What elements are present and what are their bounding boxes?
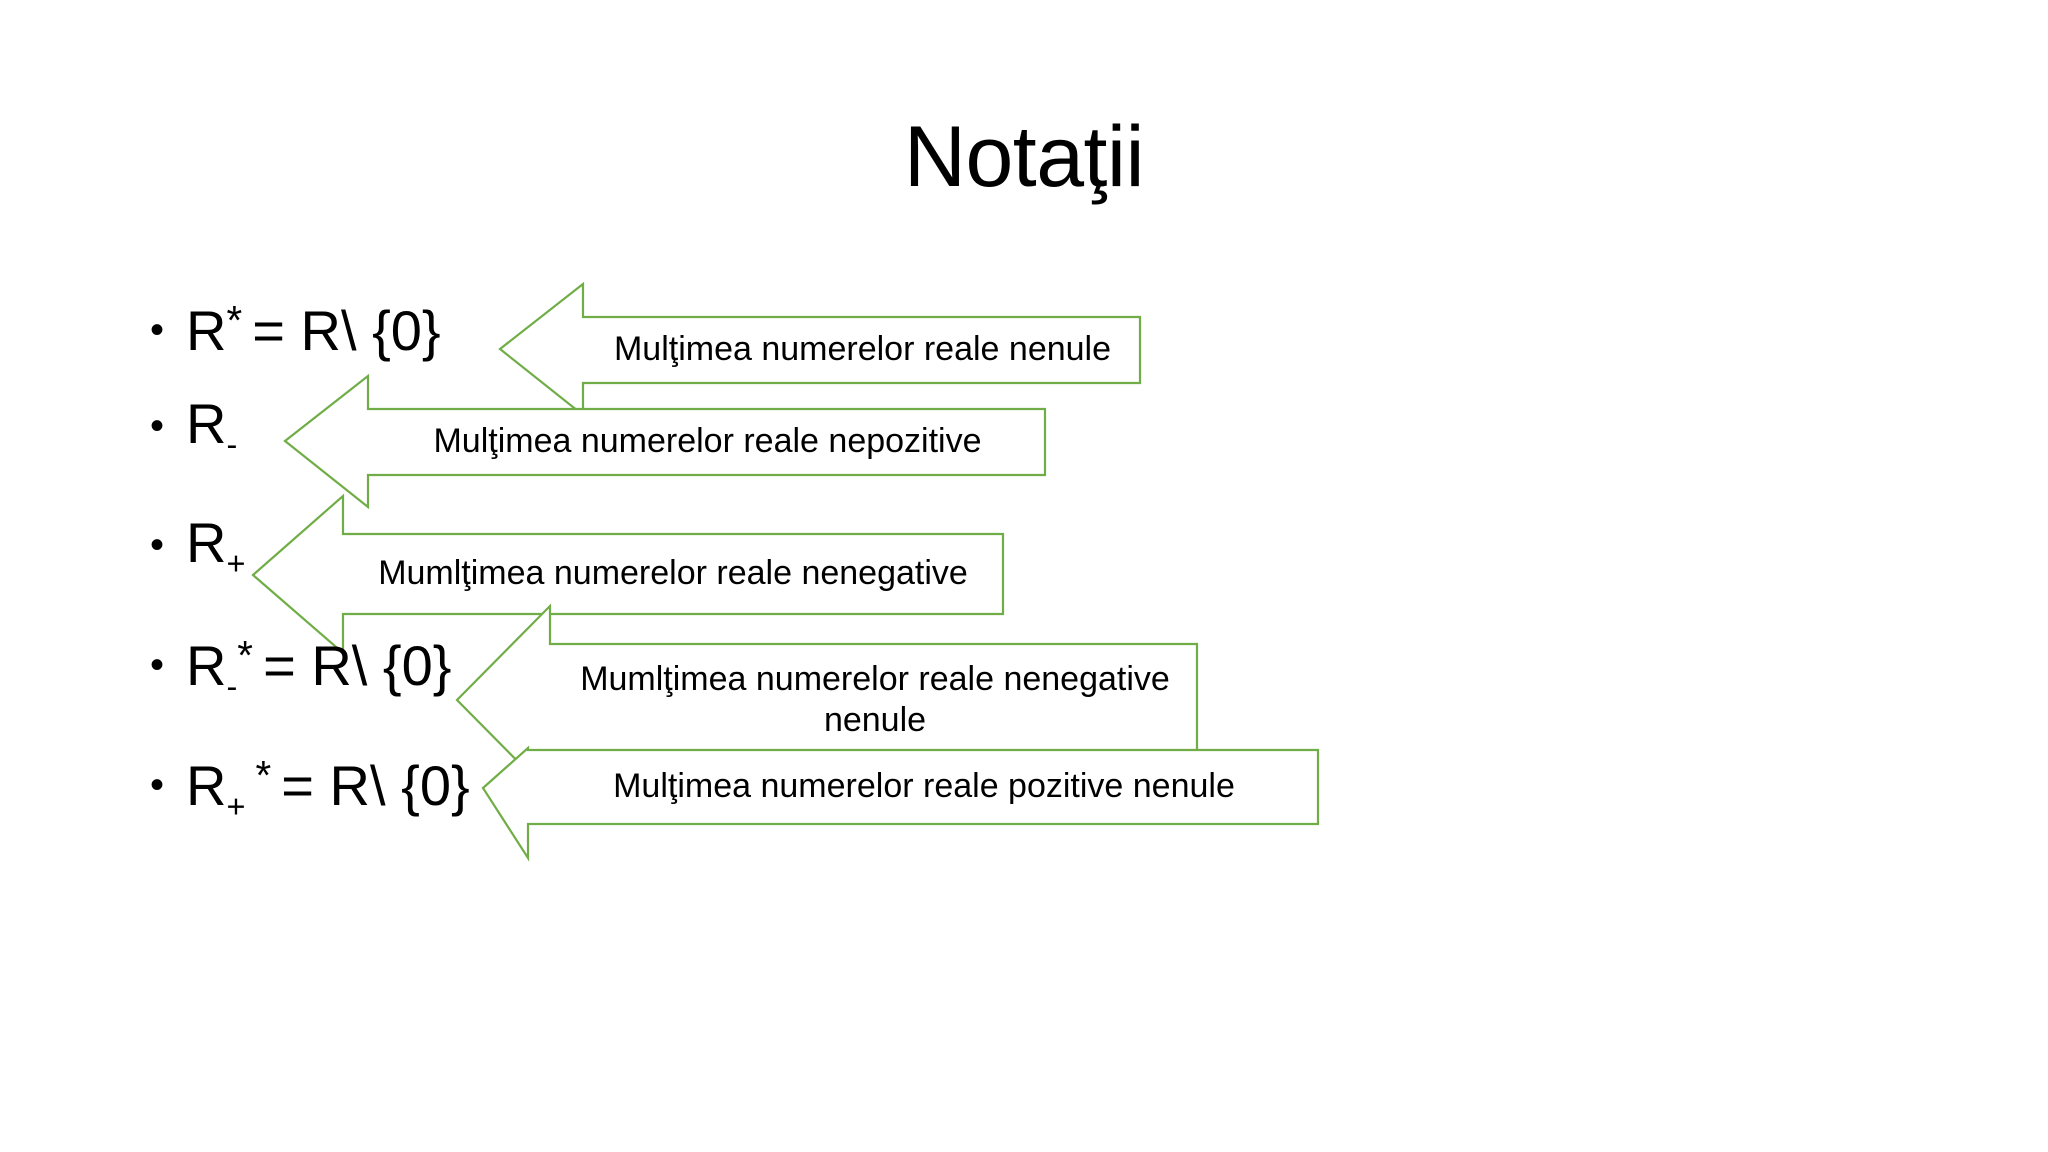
math-expression-r-minus-star: R-*= R\ {0}	[186, 635, 451, 703]
superscript-star: *	[226, 297, 243, 343]
callout-label-nenegative-nenule: Mumlţimea numerelor reale nenegative nen…	[556, 644, 1194, 756]
symbol-r: R	[186, 754, 227, 818]
arrow-shape-pozitive-nenule	[481, 745, 1320, 862]
callout-label-pozitive-nenule: Mulţimea numerelor reale pozitive nenule	[613, 767, 1235, 806]
list-item-r-minus[interactable]: • R-	[150, 396, 237, 461]
page-title: Notaţii	[903, 109, 1145, 205]
callout-arrow-nenegative[interactable]: Mumlţimea numerelor reale nenegative	[248, 490, 1008, 660]
list-item-r-star[interactable]: • R*= R\ {0}	[150, 300, 441, 359]
callout-label-nepozitive: Mulţimea numerelor reale nepozitive	[433, 422, 982, 461]
math-expression-r-star: R*= R\ {0}	[186, 300, 441, 359]
callout-arrow-nenule[interactable]: Mulţimea numerelor reale nenule	[495, 278, 1145, 420]
list-item-r-plus-star[interactable]: • R+*= R\ {0}	[150, 755, 470, 823]
arrow-shape-nenegative	[251, 493, 1005, 656]
math-expression-r-minus: R-	[186, 396, 237, 461]
callout-line-1: Mumlţimea numerelor reale nenegative	[580, 659, 1170, 698]
bullet-dot-icon: •	[150, 523, 165, 567]
list-item-r-minus-star[interactable]: • R-*= R\ {0}	[150, 635, 451, 703]
callout-label-nenule: Mulţimea numerelor reale nenule	[613, 330, 1112, 369]
expression-rest: = R\ {0}	[281, 754, 470, 818]
expression-rest: = R\ {0}	[263, 634, 452, 698]
bullet-dot-icon: •	[150, 308, 165, 352]
callout-arrow-nenegative-nenule[interactable]: Mumlţimea numerelor reale nenegative nen…	[452, 600, 1202, 800]
expression-rest: = R\ {0}	[252, 299, 441, 363]
subscript-plus: +	[226, 788, 246, 825]
math-expression-r-plus: R+	[186, 515, 245, 580]
symbol-r: R	[186, 392, 227, 455]
list-item-r-plus[interactable]: • R+	[150, 515, 245, 580]
bullet-dot-icon: •	[150, 763, 165, 807]
superscript-star: *	[237, 632, 253, 678]
callout-line-2: nenule	[823, 701, 927, 739]
bullet-dot-icon: •	[150, 404, 165, 448]
subscript-plus: +	[226, 545, 246, 582]
callout-arrow-nepozitive[interactable]: Mulţimea numerelor reale nepozitive	[280, 370, 1050, 512]
superscript-star: *	[255, 752, 272, 798]
math-expression-r-plus-star: R+*= R\ {0}	[186, 755, 470, 823]
symbol-r: R	[186, 511, 227, 574]
arrow-shape-nepozitive	[283, 373, 1047, 510]
subscript-minus: -	[226, 426, 238, 463]
callout-arrow-pozitive-nenule[interactable]: Mulţimea numerelor reale pozitive nenule	[478, 712, 1323, 864]
callout-label-nenegative: Mumlţimea numerelor reale nenegative	[378, 554, 968, 593]
bullet-dot-icon: •	[150, 643, 165, 687]
symbol-r: R	[186, 299, 227, 363]
subscript-minus: -	[226, 668, 238, 705]
symbol-r: R	[186, 634, 227, 698]
